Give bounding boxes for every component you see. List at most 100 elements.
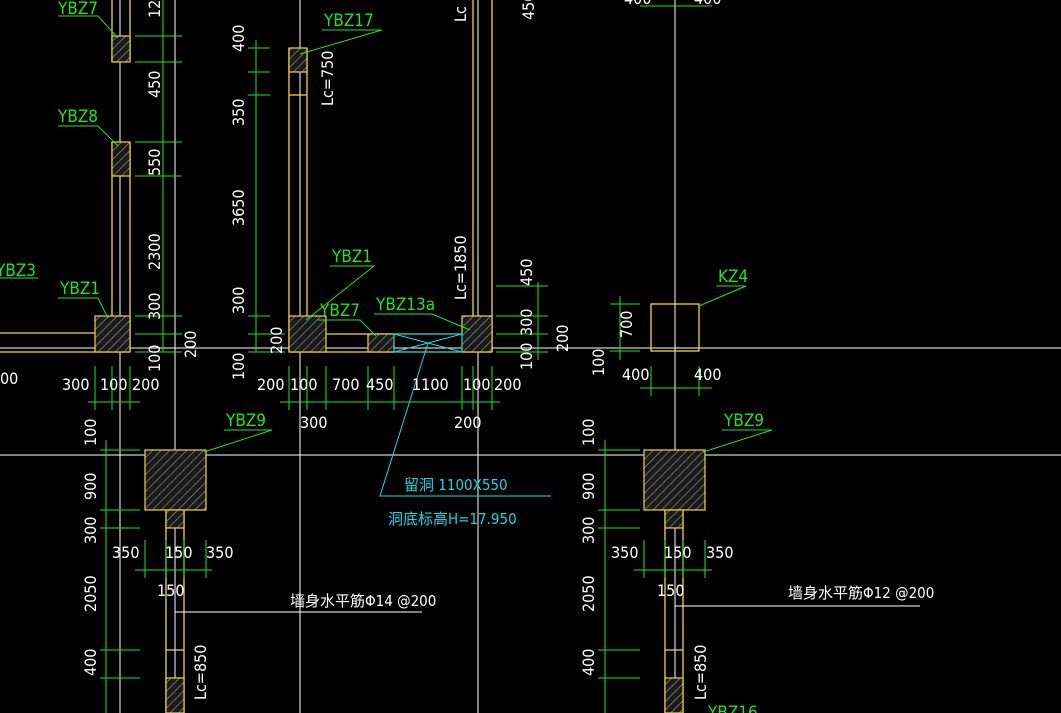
vdim-550: 550: [145, 149, 164, 176]
vdim-450-top-right: 450: [519, 0, 538, 20]
column-ybz7-mid: [367, 333, 395, 353]
label-ybz16: YBZ16: [707, 703, 758, 713]
hdim-100-c: 100: [463, 375, 490, 394]
wall-opening: [379, 333, 551, 497]
hdim-150-d: 150: [657, 581, 684, 600]
opening-elevation-note: 洞底标高H=17.950: [388, 510, 517, 528]
hdim-150-b: 150: [157, 581, 184, 600]
vdim-200-a: 200: [181, 331, 200, 358]
label-ybz7-top: YBZ7: [57, 0, 98, 19]
hdim-200-b: 200: [257, 375, 284, 394]
horizontal-dimension-texts: 00 300 100 200 200 100 700 450 1100 100 …: [0, 0, 733, 600]
vdim-100-a: 100: [145, 345, 164, 372]
component-labels: YBZ7 YBZ17 YBZ8 YBZ3 YBZ1 YBZ1 YBZ7 YBZ1…: [0, 0, 764, 713]
vdim-200-b: 200: [267, 327, 286, 354]
vdim-900-b: 900: [579, 473, 598, 500]
column-ybz9-right-stem: [664, 509, 684, 529]
hdim-200-a: 200: [132, 375, 159, 394]
hdim-100-a: 100: [100, 375, 127, 394]
vdim-900-a: 900: [81, 473, 100, 500]
hdim-00: 00: [0, 369, 18, 388]
vdim-300-f: 300: [579, 517, 598, 544]
vdim-100-c: 100: [517, 343, 536, 370]
vdim-400-b: 400: [579, 649, 598, 676]
vdim-450-b: 450: [517, 259, 536, 286]
vdim-450-a: 450: [145, 71, 164, 98]
column-ybz13a: [461, 315, 493, 353]
lc-850-left: Lc=850: [191, 645, 210, 700]
column-ybz16-right: [664, 677, 684, 713]
label-ybz9-right: YBZ9: [723, 411, 764, 431]
lc-1850: Lc=1850: [451, 235, 470, 300]
hdim-450: 450: [366, 375, 393, 394]
column-ybz17: [288, 47, 308, 73]
vdim-3650: 3650: [229, 189, 248, 226]
lc-top: Lc: [451, 6, 470, 22]
vdim-100-e: 100: [81, 419, 100, 446]
wall-rebar-note-right: 墙身水平筋Φ12 @200: [788, 584, 934, 602]
vdim-100-d: 100: [589, 349, 608, 376]
column-ybz1-mid: [288, 315, 327, 353]
hdim-400-top-b: 400: [694, 0, 721, 8]
vdim-120-top: 120: [145, 0, 164, 18]
columns: [94, 35, 706, 713]
label-ybz9-left: YBZ9: [225, 411, 266, 431]
hdim-100-b: 100: [290, 375, 317, 394]
vdim-300-c: 300: [517, 309, 536, 336]
column-ybz16-left: [165, 677, 185, 713]
vdim-2050-a: 2050: [81, 575, 100, 612]
rebar-note-lines: [174, 580, 920, 613]
lc-850-right: Lc=850: [691, 645, 710, 700]
vdim-300-a: 300: [145, 293, 164, 320]
notes: 留洞 1100X550 洞底标高H=17.950 墙身水平筋Φ14 @200 墙…: [290, 476, 934, 610]
vdim-2300: 2300: [145, 233, 164, 270]
label-ybz17: YBZ17: [323, 11, 374, 31]
vdim-100-b: 100: [229, 353, 248, 380]
hdim-350-d: 350: [706, 543, 733, 562]
label-ybz13a: YBZ13a: [375, 295, 435, 315]
opening-note: 留洞 1100X550: [404, 476, 508, 494]
vdim-300-e: 300: [81, 517, 100, 544]
vdim-100-f: 100: [579, 419, 598, 446]
column-ybz9-right: [643, 449, 706, 511]
vdim-400-top: 400: [229, 25, 248, 52]
wall-rebar-note-left: 墙身水平筋Φ14 @200: [290, 592, 436, 610]
hdim-150-a: 150: [165, 543, 192, 562]
label-ybz7-mid: YBZ7: [319, 301, 360, 321]
column-ybz7-top: [111, 35, 131, 63]
hdim-700: 700: [332, 375, 359, 394]
hdim-400-top-a: 400: [624, 0, 651, 8]
hdim-200-c: 200: [494, 375, 521, 394]
column-ybz1-left: [94, 315, 131, 353]
hdim-300-a: 300: [62, 375, 89, 394]
hdim-350-b: 350: [206, 543, 233, 562]
label-kz4: KZ4: [718, 267, 748, 287]
dimension-lines: [88, 0, 712, 713]
hdim-200-d: 200: [454, 413, 481, 432]
vdim-200-c: 200: [553, 325, 572, 352]
hdim-350-a: 350: [112, 543, 139, 562]
lc-750: Lc=750: [318, 51, 337, 106]
hdim-400-b: 400: [694, 365, 721, 384]
label-ybz3: YBZ3: [0, 261, 36, 281]
vdim-2050-b: 2050: [579, 575, 598, 612]
hdim-1100: 1100: [412, 375, 449, 394]
vdim-300-b: 300: [229, 287, 248, 314]
hdim-150-c: 150: [664, 543, 691, 562]
column-ybz9-left: [144, 449, 207, 511]
lc-labels: Lc=750 Lc=1850 Lc Lc=850 Lc=850: [191, 6, 710, 700]
vdim-700: 700: [617, 311, 636, 338]
hdim-400-a: 400: [622, 365, 649, 384]
column-ybz8: [111, 141, 131, 177]
hdim-300-b: 300: [300, 413, 327, 432]
label-ybz1-left: YBZ1: [59, 279, 100, 299]
vertical-dimension-texts: 120 450 550 2300 300 100 200 400 350 365…: [81, 0, 636, 676]
column-ybz9-left-stem: [165, 509, 185, 529]
leader-lines: [0, 15, 773, 453]
vdim-350-a: 350: [229, 99, 248, 126]
hdim-350-c: 350: [611, 543, 638, 562]
label-ybz8: YBZ8: [57, 107, 98, 127]
label-ybz1-mid: YBZ1: [331, 247, 372, 267]
vdim-400-a: 400: [81, 649, 100, 676]
